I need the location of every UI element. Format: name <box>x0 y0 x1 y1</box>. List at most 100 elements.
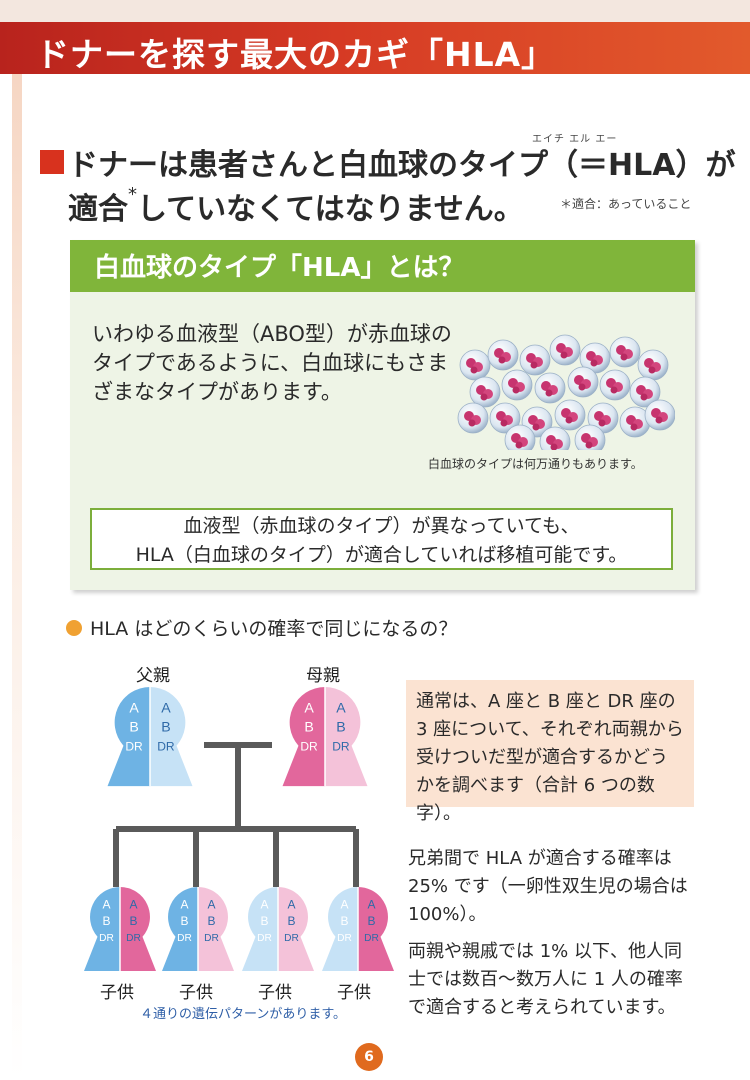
hla-box-heading: 白血球のタイプ「HLA」とは？ <box>94 253 465 283</box>
locus-label: A <box>336 700 346 716</box>
child-label-3: 子供 <box>258 983 292 1003</box>
locus-label: B <box>260 914 268 928</box>
locus-label: DR <box>157 740 175 754</box>
cell-icon <box>504 424 536 450</box>
locus-label: A <box>260 898 268 912</box>
cell-icon <box>539 426 571 450</box>
locus-label: DR <box>284 933 299 944</box>
locus-label: DR <box>257 933 272 944</box>
hla-ruby: エイチ エル エー <box>532 134 618 145</box>
probability-question: HLA はどのくらいの確率で同じになるの？ <box>66 614 457 641</box>
hla-box-header: 白血球のタイプ「HLA」とは？ <box>70 240 695 292</box>
locus-label: A <box>340 898 348 912</box>
locus-label: B <box>207 914 215 928</box>
locus-label: B <box>129 720 138 736</box>
locus-label: B <box>367 914 375 928</box>
locus-label: A <box>102 898 110 912</box>
sibling-match-text: 兄弟間で HLA が適合する確率は 25% です（一卵性双生児の場合は 100%… <box>408 848 688 925</box>
footnote: ＊適合：あっていること <box>560 197 692 211</box>
child-label-1: 子供 <box>100 983 134 1003</box>
locus-label: DR <box>364 933 379 944</box>
cell-icon <box>629 376 661 408</box>
question-text: HLA はどのくらいの確率で同じになるの？ <box>90 618 458 640</box>
child-label-2: 子供 <box>179 983 213 1003</box>
family-tree-lines <box>113 742 359 887</box>
page-number: 6 <box>355 1043 383 1071</box>
relative-match-text: 両親や親戚では 1% 以下、他人同士では数百〜数万人に 1 人の確率で適合すると… <box>408 941 683 1018</box>
locus-label: DR <box>99 933 114 944</box>
locus-label: DR <box>300 740 318 754</box>
locus-label: B <box>161 720 170 736</box>
cell-icon <box>619 406 651 438</box>
locus-label: DR <box>177 933 192 944</box>
cell-icon <box>501 369 533 401</box>
lead-line-2-rest: していなくてはなりません。 <box>137 192 524 227</box>
white-blood-cells-illustration <box>457 334 675 450</box>
hla-explainer-box: 白血球のタイプ「HLA」とは？ いわゆる血液型（ABO型）が赤血球のタイプである… <box>70 240 695 590</box>
locus-label: A <box>287 898 295 912</box>
inheritance-svg: ABDRABDRABDRABDRABDRABDRABDRABDRABDRABDR… <box>84 687 394 971</box>
locus-label: DR <box>126 933 141 944</box>
cell-icon <box>489 402 521 434</box>
locus-label: DR <box>125 740 143 754</box>
page-header: ドナーを探す最大のカギ「HLA」 <box>0 22 750 74</box>
cell-icon <box>609 336 641 368</box>
footnote-asterisk: * <box>128 184 137 205</box>
mother-label: 母親 <box>306 666 340 686</box>
locus-label: DR <box>337 933 352 944</box>
locus-label: A <box>129 700 139 716</box>
cells-caption: 白血球のタイプは何万通りもあります。 <box>428 457 643 471</box>
locus-label: A <box>129 898 137 912</box>
left-margin-band <box>12 74 22 1080</box>
locus-label: B <box>336 720 345 736</box>
locus-label: A <box>367 898 375 912</box>
locus-label: B <box>340 914 348 928</box>
locus-label: B <box>102 914 110 928</box>
lead-line-2: 適合*していなくてはなりません。 <box>68 184 568 228</box>
cell-icon <box>599 369 631 401</box>
cell-icon <box>554 399 586 431</box>
lead-line-1: ドナーは患者さんと白血球のタイプ（＝HLA）が <box>68 148 736 183</box>
page-title: ドナーを探す最大のカギ「HLA」 <box>36 35 556 74</box>
locus-label: A <box>207 898 215 912</box>
cell-icon <box>587 402 619 434</box>
bullet-square-icon <box>40 150 64 174</box>
loci-explanation-box: 通常は、A 座と B 座と DR 座の 3 座について、それぞれ両親から受けつい… <box>406 680 694 824</box>
cell-icon <box>459 349 491 381</box>
lead-line-2-main: 適合 <box>68 192 128 227</box>
transplant-note-line-2: HLA（白血球のタイプ）が適合していれば移植可能です。 <box>135 544 628 566</box>
locus-label: A <box>180 898 188 912</box>
bullet-dot-icon <box>66 620 82 636</box>
locus-label: DR <box>332 740 350 754</box>
cell-icon <box>469 376 501 408</box>
locus-label: A <box>161 700 171 716</box>
cell-icon <box>644 399 675 431</box>
locus-label: B <box>287 914 295 928</box>
locus-label: B <box>180 914 188 928</box>
cell-icon <box>549 334 581 366</box>
cell-icon <box>637 349 669 381</box>
locus-label: DR <box>204 933 219 944</box>
inheritance-caption: ４通りの遺伝パターンがあります。 <box>140 1007 347 1022</box>
locus-label: B <box>304 720 313 736</box>
cell-icon <box>487 339 519 371</box>
transplant-note-line-1: 血液型（赤血球のタイプ）が異なっていても、 <box>183 515 580 537</box>
hla-box-body: いわゆる血液型（ABO型）が赤血球のタイプであるように、白血球にもさまざまなタイ… <box>92 322 452 404</box>
cell-icon <box>457 402 489 434</box>
cell-icon <box>519 344 551 376</box>
cell-icon <box>574 424 606 450</box>
child-label-4: 子供 <box>337 983 371 1003</box>
father-label: 父親 <box>136 666 170 686</box>
locus-label: B <box>129 914 137 928</box>
locus-label: A <box>304 700 314 716</box>
cell-icon <box>567 366 599 398</box>
top-band <box>0 0 750 22</box>
transplant-note: 血液型（赤血球のタイプ）が異なっていても、 HLA（白血球のタイプ）が適合してい… <box>90 508 673 570</box>
